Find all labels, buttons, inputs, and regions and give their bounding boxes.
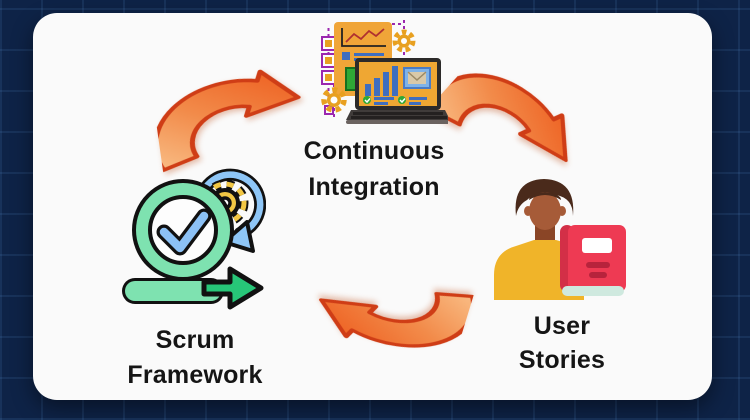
laptop	[346, 58, 448, 124]
arrow-user-stories-to-scrum	[304, 250, 475, 389]
user-stories-icon	[494, 179, 626, 300]
scrum-framework-icon	[122, 168, 266, 310]
node-label-user-stories: User Stories	[472, 309, 652, 377]
node-label-scrum-framework: Scrum Framework	[85, 323, 305, 393]
label-line: Framework	[127, 361, 263, 389]
label-line: Scrum	[155, 326, 235, 354]
label-line: Continuous	[303, 137, 445, 165]
continuous-integration-icon	[321, 20, 448, 124]
label-line: Stories	[518, 346, 606, 374]
label-line: User	[533, 312, 591, 340]
label-line: Integration	[308, 173, 440, 201]
node-label-continuous-integration: Continuous Integration	[264, 133, 484, 205]
gear-icon	[321, 29, 416, 113]
sprint-loop	[122, 179, 264, 310]
diagram-card: Continuous Integration User Stories Scru…	[33, 13, 712, 400]
story-book	[560, 225, 626, 296]
